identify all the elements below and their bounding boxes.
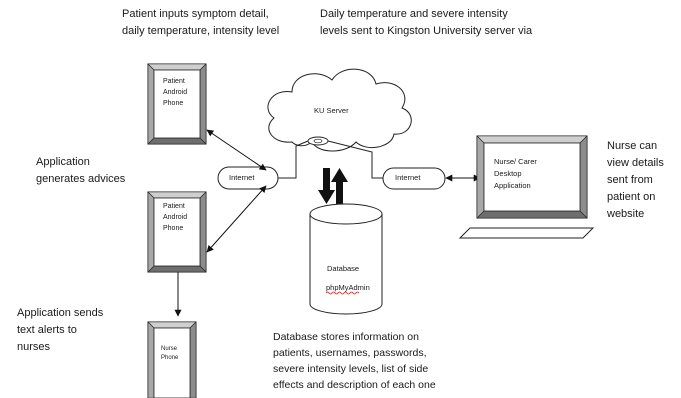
keyboard: [458, 227, 595, 239]
internet-left-label: Internet: [229, 173, 255, 182]
caption-patient-input: Patient inputs symptom detail, daily tem…: [122, 8, 280, 37]
nurse-desktop-monitor: [476, 135, 588, 219]
patient-phone-1: [147, 63, 207, 145]
connectors: [278, 140, 383, 179]
caption-database-stores: Database stores information on patients,…: [273, 331, 436, 391]
caption-app-alerts: Application sends text alerts to nurses: [17, 307, 104, 353]
ku-server-cloud: [267, 68, 412, 152]
nurse-phone: [147, 321, 197, 398]
ku-server-label: KU Server: [314, 106, 349, 115]
caption-app-advice: Application generates advices: [36, 156, 126, 185]
arrows: [174, 129, 481, 317]
caption-daily-temperature: Daily temperature and severe intensity l…: [320, 8, 533, 37]
patient-phone-1-label: Patient Android Phone: [163, 78, 188, 107]
desktop-label: Nurse/ Carer Desktop Application: [494, 157, 537, 190]
database-sublabel: phpMyAdmin: [326, 283, 370, 292]
internet-right-label: Internet: [395, 173, 421, 182]
patient-phone-2: [147, 191, 207, 273]
sync-arrows-icon: [318, 168, 348, 204]
patient-phone-2-label: Patient Android Phone: [163, 203, 188, 232]
nurse-phone-label: Nurse Phone: [161, 346, 179, 361]
database-cylinder: [309, 203, 383, 315]
database-label: Database: [327, 264, 360, 273]
caption-nurse-view: Nurse can view details sent from patient…: [607, 140, 664, 220]
spellcheck-underline: [325, 291, 360, 295]
